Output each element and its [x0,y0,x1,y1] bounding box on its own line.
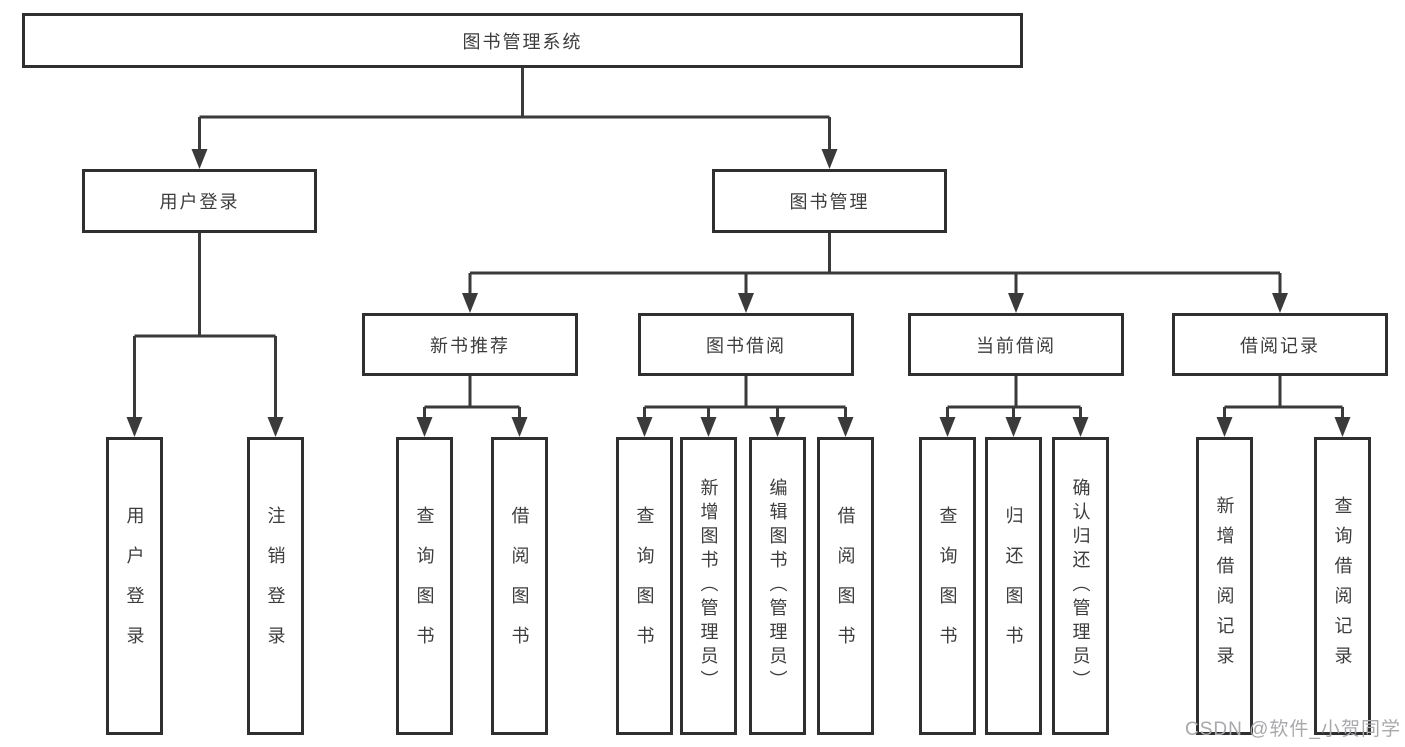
node-current-borrowing: 当前借阅 [908,313,1124,376]
leaf-return-book: 归还图书 [985,437,1042,735]
leaf-confirm-return-admin: 确认归还（管理员） [1052,437,1109,735]
leaf-query-books-current: 查询图书 [919,437,976,735]
leaf-confirm-return-admin-label: 确认归还（管理员） [1070,478,1091,694]
leaf-add-book-admin: 新增图书（管理员） [680,437,737,735]
leaf-add-borrow-record-label: 新增借阅记录 [1214,496,1235,676]
leaf-query-books-borrow-label: 查询图书 [634,506,655,666]
leaf-query-books-recommend-label: 查询图书 [414,506,435,666]
leaf-query-books-borrow: 查询图书 [616,437,673,735]
leaf-return-book-label: 归还图书 [1003,506,1024,666]
node-library-management-system: 图书管理系统 [22,13,1023,68]
leaf-user-login-label: 用户登录 [124,506,145,666]
node-new-book-recommendation: 新书推荐 [362,313,578,376]
leaf-borrow-books-label: 借阅图书 [835,506,856,666]
leaf-query-books-current-label: 查询图书 [937,506,958,666]
leaf-edit-book-admin: 编辑图书（管理员） [749,437,806,735]
leaf-query-books-recommend: 查询图书 [396,437,453,735]
node-user-login: 用户登录 [82,169,317,233]
leaf-add-borrow-record: 新增借阅记录 [1196,437,1253,735]
node-borrowing-records: 借阅记录 [1172,313,1388,376]
leaf-edit-book-admin-label: 编辑图书（管理员） [767,478,788,694]
leaf-query-borrow-record-label: 查询借阅记录 [1332,496,1353,676]
leaf-logout: 注销登录 [247,437,304,735]
leaf-logout-label: 注销登录 [265,506,286,666]
leaf-query-borrow-record: 查询借阅记录 [1314,437,1371,735]
node-book-borrowing: 图书借阅 [638,313,854,376]
csdn-watermark: CSDN @软件_小贺同学 [1185,719,1401,740]
leaf-borrow-books-recommend: 借阅图书 [491,437,548,735]
leaf-borrow-books-recommend-label: 借阅图书 [509,506,530,666]
leaf-user-login: 用户登录 [106,437,163,735]
node-book-management: 图书管理 [712,169,947,233]
leaf-borrow-books: 借阅图书 [817,437,874,735]
leaf-add-book-admin-label: 新增图书（管理员） [698,478,719,694]
